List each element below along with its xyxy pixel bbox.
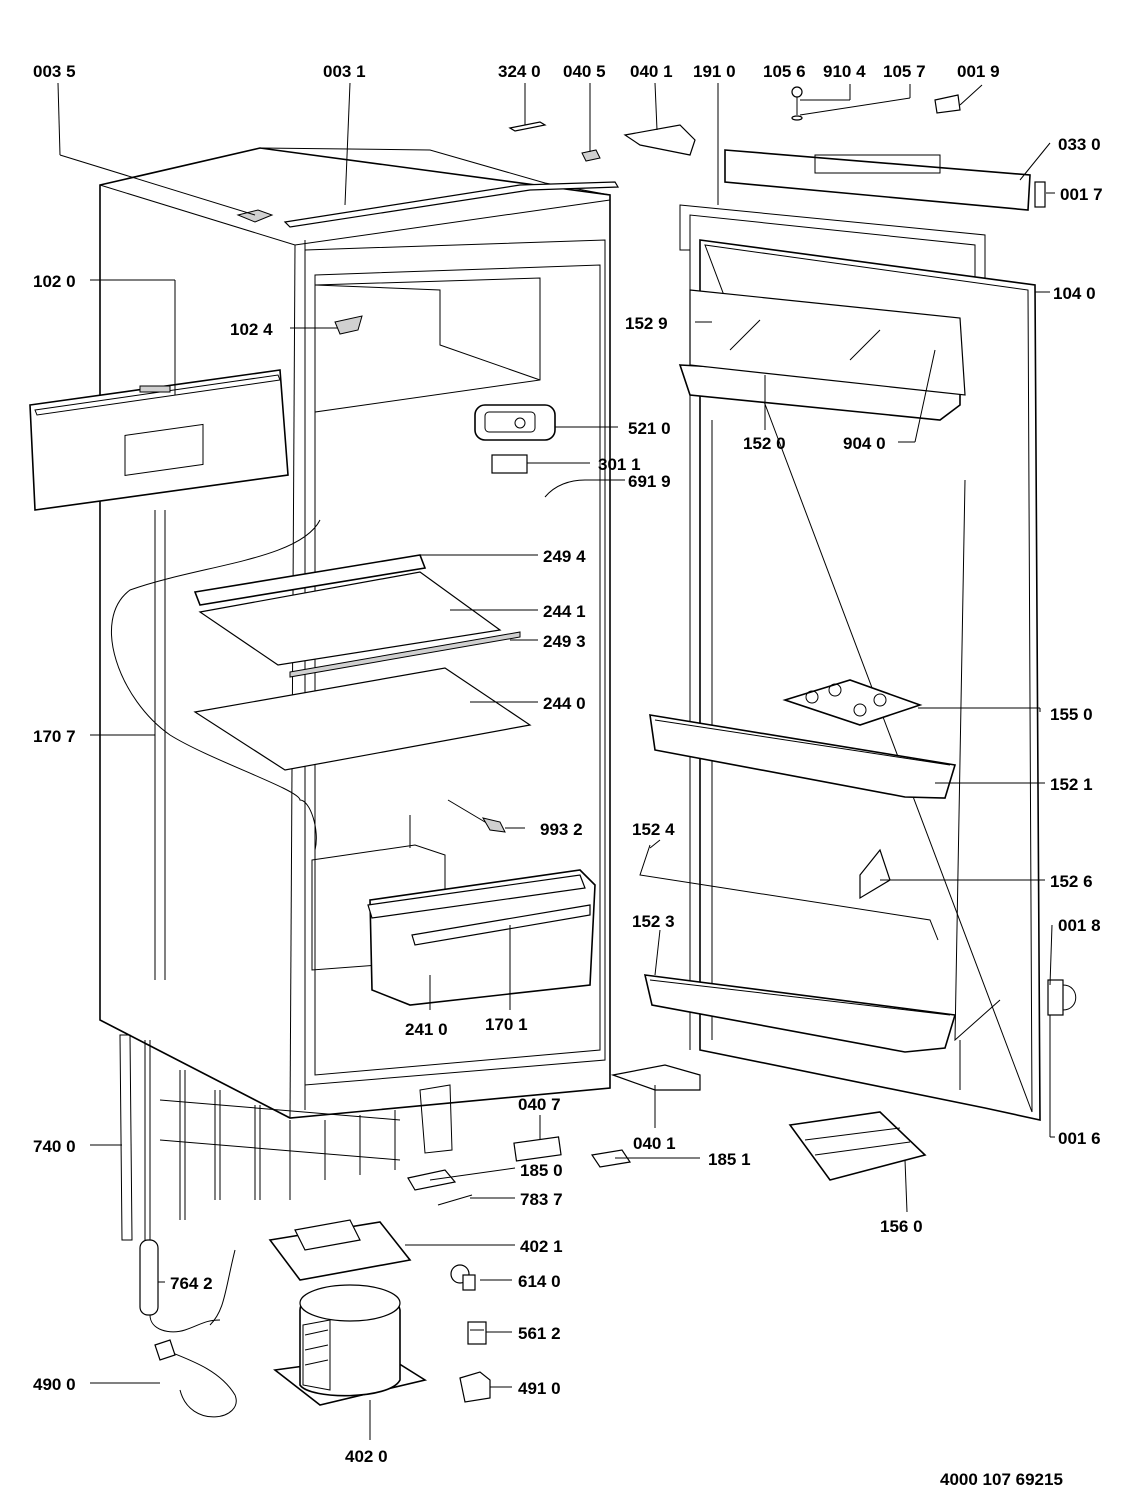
label-0407: 040 7 <box>518 1095 561 1114</box>
dairy-compartment <box>678 289 966 421</box>
label-6919: 691 9 <box>628 472 671 491</box>
tray-part-4021 <box>268 1219 412 1281</box>
label-9104: 910 4 <box>823 62 866 81</box>
label-1524: 152 4 <box>632 820 675 839</box>
label-1024: 102 4 <box>230 320 273 339</box>
label-4021: 402 1 <box>520 1237 563 1256</box>
label-0330: 033 0 <box>1058 135 1101 154</box>
label-7400: 740 0 <box>33 1137 76 1156</box>
label-1529: 152 9 <box>625 314 668 333</box>
label-1550: 155 0 <box>1050 705 1093 724</box>
label-1707: 170 7 <box>33 727 76 746</box>
label-1851: 185 1 <box>708 1150 751 1169</box>
label-1523: 152 3 <box>632 912 675 931</box>
label-3011: 301 1 <box>598 455 641 474</box>
overload-part-5612 <box>467 1321 487 1345</box>
plate-part-0407 <box>513 1136 562 1162</box>
label-3240: 324 0 <box>498 62 541 81</box>
document-number: 4000 107 69215 <box>940 1470 1063 1489</box>
label-1701: 170 1 <box>485 1015 528 1034</box>
leader-lines <box>57 82 1055 1440</box>
part-6919 <box>544 479 586 498</box>
label-1020: 102 0 <box>33 272 76 291</box>
label-9040: 904 0 <box>843 434 886 453</box>
label-1521: 152 1 <box>1050 775 1093 794</box>
label-5612: 561 2 <box>518 1324 561 1343</box>
label-0019: 001 9 <box>957 62 1000 81</box>
part-3240 <box>508 121 547 132</box>
part-7837 <box>437 1194 473 1206</box>
label-1910: 191 0 <box>693 62 736 81</box>
lamp-part-9932 <box>447 799 506 833</box>
label-4900: 490 0 <box>33 1375 76 1394</box>
hinge-bottom-part-0401 <box>610 1064 701 1091</box>
label-7642: 764 2 <box>170 1274 213 1293</box>
egg-tray-part-1550 <box>782 679 923 726</box>
part-1024 <box>334 315 363 335</box>
label-1057: 105 7 <box>883 62 926 81</box>
label-1520: 152 0 <box>743 434 786 453</box>
hinge-bracket-part-0330 <box>724 149 1031 211</box>
label-4020: 402 0 <box>345 1447 388 1466</box>
label-1056: 105 6 <box>763 62 806 81</box>
label-0035: 003 5 <box>33 62 76 81</box>
crisper-drawer <box>367 869 596 1006</box>
label-0016: 001 6 <box>1058 1129 1101 1148</box>
screw-part-1056 <box>791 86 803 121</box>
thermostat-part-5210 <box>474 404 556 441</box>
door-bin-part-1521 <box>649 714 957 799</box>
shelves <box>193 554 532 771</box>
label-2440: 244 0 <box>543 694 586 713</box>
ice-tray-part-1560 <box>788 1111 927 1181</box>
label-1850: 185 0 <box>520 1161 563 1180</box>
label-0401-bottom: 040 1 <box>633 1134 676 1153</box>
label-7837: 783 7 <box>520 1190 563 1209</box>
condenser-part-7400 <box>119 1034 453 1260</box>
label-1560: 156 0 <box>880 1217 923 1236</box>
freezer-flap <box>29 369 289 511</box>
label-2441: 244 1 <box>543 602 586 621</box>
relay-part-6140 <box>450 1264 476 1291</box>
label-1526: 152 6 <box>1050 872 1093 891</box>
power-cord <box>139 1239 237 1418</box>
part-labels: 003 5 003 1 324 0 040 5 040 1 191 0 105 … <box>33 62 1103 1489</box>
label-2494: 249 4 <box>543 547 586 566</box>
label-0031: 003 1 <box>323 62 366 81</box>
hinge-top-part-0401 <box>623 124 696 156</box>
label-6140: 614 0 <box>518 1272 561 1291</box>
bottle-rail-part-1524 <box>639 844 939 941</box>
label-2493: 249 3 <box>543 632 586 651</box>
compressor-part-4020 <box>273 1284 428 1406</box>
part-0405 <box>581 149 601 162</box>
label-2410: 241 0 <box>405 1020 448 1039</box>
cover-part-4910 <box>459 1371 491 1403</box>
label-4910: 491 0 <box>518 1379 561 1398</box>
label-9932: 993 2 <box>540 820 583 839</box>
part-3011 <box>491 454 528 474</box>
label-0018: 001 8 <box>1058 916 1101 935</box>
label-0405: 040 5 <box>563 62 606 81</box>
label-5210: 521 0 <box>628 419 671 438</box>
label-0401-top: 040 1 <box>630 62 673 81</box>
hinge-part-0018 <box>1047 979 1077 1016</box>
part-1851 <box>590 1149 632 1168</box>
air-duct-part-1707 <box>110 519 321 851</box>
cap-part-0019 <box>934 94 961 114</box>
label-1040: 104 0 <box>1053 284 1096 303</box>
door <box>679 204 1041 1121</box>
door-bin-part-1523 <box>643 974 957 1053</box>
label-0017: 001 7 <box>1060 185 1103 204</box>
part-0017 <box>1034 181 1046 208</box>
